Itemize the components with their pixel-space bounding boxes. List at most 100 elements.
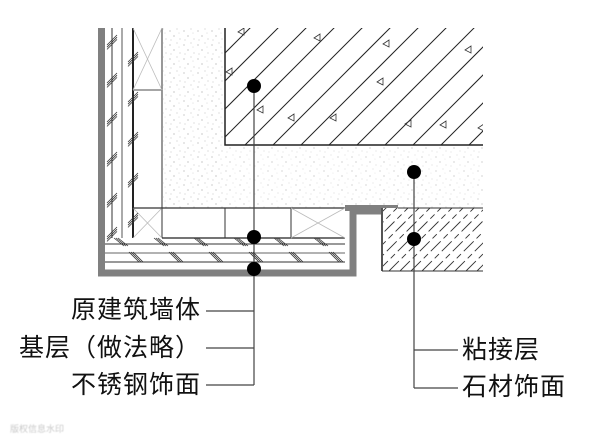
stainless-steel-finish-edge xyxy=(98,207,398,277)
hatch-tick xyxy=(208,251,220,263)
concrete-hatch-line xyxy=(412,74,483,145)
concrete-hatch-line xyxy=(468,130,483,145)
hatch-tick xyxy=(127,172,139,184)
hatch-tick xyxy=(235,237,247,247)
hatch-tick xyxy=(106,111,118,123)
hatch-tick xyxy=(250,251,262,263)
label-stone-finish: 石材饰面 xyxy=(462,372,567,401)
hatch-tick xyxy=(106,36,118,48)
aggregate-mark xyxy=(382,39,390,48)
hatch-tick xyxy=(127,131,139,143)
hatch-tick xyxy=(127,177,139,188)
label-adhesive-layer: 粘接层 xyxy=(462,335,541,364)
hatch-tick xyxy=(127,212,139,224)
stone-hatch-line xyxy=(499,206,564,271)
hatch-tick xyxy=(132,251,144,263)
stone-hatch-line xyxy=(382,208,409,235)
hatch-tick xyxy=(317,237,329,247)
hatch-tick xyxy=(117,237,129,247)
concrete-hatch-line xyxy=(525,25,603,145)
hatch-tick xyxy=(130,251,142,263)
hatch-tick xyxy=(210,251,222,263)
leader-dot-concrete xyxy=(247,79,261,93)
hatch-tick xyxy=(106,197,118,208)
hatch-tick xyxy=(106,151,118,163)
concrete-structure-region xyxy=(224,25,603,146)
stone-hatch-line xyxy=(488,206,553,271)
hatch-tick xyxy=(290,251,302,263)
hatch-tick xyxy=(127,174,139,186)
hatch-tick xyxy=(127,53,139,65)
hatch-tick xyxy=(127,136,139,147)
hatch-tick xyxy=(157,237,169,247)
aggregate-mark xyxy=(464,45,472,54)
stone-hatch-line xyxy=(382,208,398,224)
hatch-tick xyxy=(106,228,118,240)
hatch-tick xyxy=(127,91,139,103)
concrete-hatch-line xyxy=(328,28,447,145)
concrete-hatch-line xyxy=(300,28,419,145)
aggregate-mark xyxy=(477,124,483,131)
aggregate-mark xyxy=(404,119,412,128)
hatch-tick xyxy=(155,237,167,247)
hatch-tick xyxy=(113,237,125,247)
hatch-tick xyxy=(106,74,118,86)
concrete-hatch-line xyxy=(225,28,251,54)
label-original-wall: 原建筑墙体 xyxy=(70,295,201,324)
wall-layers xyxy=(98,27,163,273)
stone-hatch-line xyxy=(382,208,431,257)
hatch-tick xyxy=(313,237,325,247)
concrete-hatch-line xyxy=(581,25,603,145)
aggregate-mark xyxy=(287,113,295,122)
stone-hatch-line xyxy=(421,209,483,271)
stone-hatch-line xyxy=(388,208,453,271)
hatch-tick xyxy=(170,251,182,263)
hatch-tick xyxy=(106,226,118,238)
aggregate-mark xyxy=(329,113,337,122)
concrete-hatch-line xyxy=(225,28,279,82)
hatch-tick xyxy=(127,217,139,228)
hatch-tick xyxy=(127,214,139,226)
stone-hatch-line xyxy=(382,208,420,246)
hatch-tick xyxy=(292,251,304,263)
hatch-tick xyxy=(275,237,287,247)
hatch-tick xyxy=(288,251,300,263)
hatch-tick xyxy=(273,237,285,247)
leader-dot-steel xyxy=(247,262,261,276)
concrete-hatch-line xyxy=(497,25,603,145)
hatch-tick xyxy=(195,237,207,247)
hatch-tick xyxy=(106,113,118,125)
label-stainless-finish: 不锈钢饰面 xyxy=(70,370,201,399)
aggregate-mark xyxy=(376,77,384,86)
stone-hatch-line xyxy=(382,208,442,268)
hatch-tick xyxy=(315,237,327,247)
hatch-tick xyxy=(106,34,118,46)
stone-finish-region xyxy=(381,206,564,272)
leader-dot-base xyxy=(247,230,261,244)
aggregate-mark xyxy=(256,105,264,114)
hatch-tick xyxy=(115,237,127,247)
hatch-tick xyxy=(193,237,205,247)
stone-hatch-line xyxy=(476,264,483,271)
stone-hatch-line xyxy=(399,208,464,271)
stone-hatch-line xyxy=(410,208,475,271)
hatch-tick xyxy=(106,156,118,167)
concrete-hatch-line xyxy=(384,46,483,145)
hatch-tick xyxy=(233,237,245,247)
aggregate-mark xyxy=(439,120,447,129)
leader-dot-adhesive xyxy=(407,165,421,179)
hatch-tick xyxy=(153,237,165,247)
hatch-tick xyxy=(252,251,264,263)
hatch-tick xyxy=(237,237,249,247)
hatch-tick xyxy=(127,96,139,107)
hatch-tick xyxy=(197,237,209,247)
concrete-hatch-line xyxy=(553,25,603,145)
concrete-hatch-line xyxy=(440,102,483,145)
watermark: 版权信息水印 xyxy=(10,425,65,435)
concrete-hatch-line xyxy=(225,28,335,138)
hatch-tick xyxy=(106,39,118,50)
aggregate-mark xyxy=(237,28,245,36)
hatch-tick xyxy=(127,133,139,145)
hatch-tick xyxy=(212,251,224,263)
